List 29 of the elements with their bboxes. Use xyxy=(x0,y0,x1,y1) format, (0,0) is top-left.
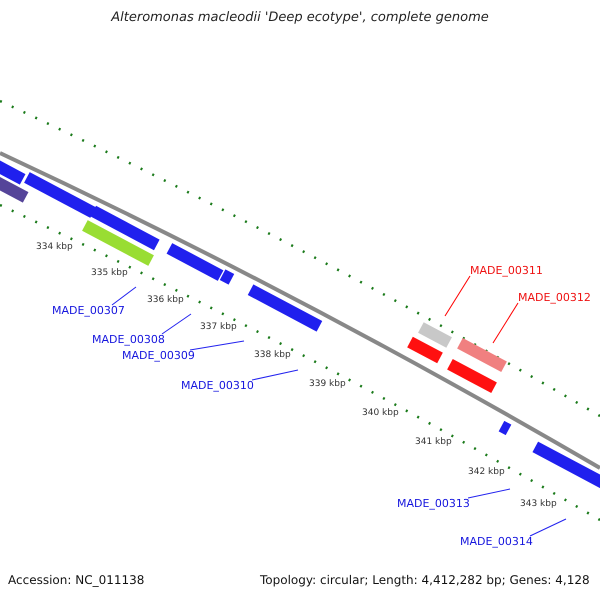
scale-label: 334 kbp xyxy=(36,242,73,252)
scale-label: 343 kbp xyxy=(520,499,557,509)
leader-line xyxy=(530,518,566,536)
leader-line xyxy=(444,276,470,316)
scale-label: 338 kbp xyxy=(254,350,291,360)
leader-line xyxy=(112,286,136,306)
scale-label: 339 kbp xyxy=(309,379,346,389)
gene-label: MADE_00310 xyxy=(181,379,254,392)
leader-line xyxy=(162,314,192,334)
gene-label: MADE_00311 xyxy=(470,264,543,277)
footer-text: Topology: circular; Length: 4,412,282 bp; Genes: 4,128 xyxy=(260,573,590,587)
scale-label: 335 kbp xyxy=(91,268,128,278)
scale-label: 340 kbp xyxy=(362,408,399,418)
scale-label: 336 kbp xyxy=(147,295,184,305)
gene-label: MADE_00307 xyxy=(52,304,125,317)
leader-line xyxy=(468,488,510,498)
footer-text: Accession: NC_011138 xyxy=(8,573,144,587)
leader-line xyxy=(252,370,298,380)
leader-line xyxy=(190,340,244,350)
gene-label: MADE_00314 xyxy=(460,535,533,548)
scale-label: 341 kbp xyxy=(415,437,452,447)
gene-label: MADE_00312 xyxy=(518,291,591,304)
scale-label: 342 kbp xyxy=(468,467,505,477)
scale-label: 337 kbp xyxy=(200,322,237,332)
gene-label: MADE_00313 xyxy=(397,497,470,510)
leader-line xyxy=(492,302,518,344)
gene-label: MADE_00308 xyxy=(92,333,165,346)
gene-label: MADE_00309 xyxy=(122,349,195,362)
map-title: Alteromonas macleodii 'Deep ecotype', complete genome xyxy=(110,10,490,25)
